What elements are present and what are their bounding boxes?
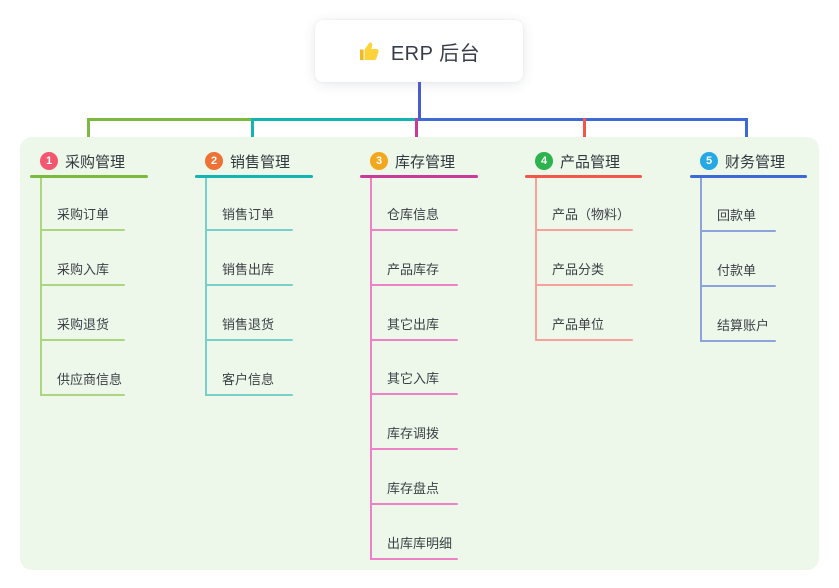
child-topic[interactable]: 产品库存: [387, 262, 440, 277]
child-underline: [370, 448, 458, 450]
child-underline: [370, 229, 458, 231]
child-underline: [40, 394, 125, 396]
child-topic[interactable]: 产品单位: [552, 317, 605, 332]
branch-header-purchase[interactable]: 1 采购管理: [40, 150, 125, 172]
branch-label: 库存管理: [395, 153, 456, 171]
child-topic[interactable]: 供应商信息: [57, 372, 123, 387]
branch-trunk-sales: [205, 178, 207, 396]
child-underline: [40, 339, 125, 341]
child-topic[interactable]: 采购退货: [57, 317, 110, 332]
child-topic[interactable]: 仓库信息: [387, 207, 440, 222]
child-underline: [370, 393, 458, 395]
branches-panel: [20, 137, 819, 570]
child-topic[interactable]: 采购入库: [57, 262, 110, 277]
child-topic[interactable]: 结算账户: [717, 318, 770, 333]
branch-underline-sales: [195, 175, 313, 178]
branch-number-badge: 4: [535, 152, 553, 170]
branch-trunk-product: [535, 178, 537, 341]
child-underline: [535, 284, 633, 286]
child-underline: [535, 339, 633, 341]
drop-product: [583, 118, 586, 140]
child-underline: [205, 339, 293, 341]
branch-label: 销售管理: [230, 153, 291, 171]
branch-underline-inventory: [360, 175, 478, 178]
child-underline: [370, 558, 458, 560]
branch-trunk-purchase: [40, 178, 42, 396]
child-underline: [205, 394, 293, 396]
branch-header-sales[interactable]: 2 销售管理: [205, 150, 290, 172]
branch-label: 产品管理: [560, 153, 621, 171]
child-topic[interactable]: 回款单: [717, 208, 757, 223]
branch-underline-finance: [690, 175, 807, 178]
child-underline: [40, 284, 125, 286]
drop-finance: [745, 118, 748, 142]
child-topic[interactable]: 库存调拨: [387, 426, 440, 441]
branch-label: 采购管理: [65, 153, 126, 171]
branch-underline-purchase: [30, 175, 148, 178]
rail-purchase: [87, 118, 253, 121]
child-topic[interactable]: 产品（物料）: [552, 207, 631, 222]
branch-trunk-inventory: [370, 178, 372, 560]
child-topic[interactable]: 销售订单: [222, 207, 275, 222]
rail-sales: [251, 118, 419, 121]
child-underline: [370, 503, 458, 505]
child-underline: [40, 229, 125, 231]
branch-number-badge: 5: [700, 152, 718, 170]
drop-purchase: [87, 118, 90, 140]
branch-label: 财务管理: [725, 153, 786, 171]
branch-underline-product: [525, 175, 642, 178]
branch-header-inventory[interactable]: 3 库存管理: [370, 150, 455, 172]
child-underline: [205, 284, 293, 286]
branch-number-badge: 1: [40, 152, 58, 170]
root-stem-line: [418, 82, 421, 119]
branch-number-badge: 2: [205, 152, 223, 170]
child-underline: [205, 229, 293, 231]
child-topic[interactable]: 产品分类: [552, 262, 605, 277]
drop-inventory: [415, 118, 418, 144]
child-topic[interactable]: 销售退货: [222, 317, 275, 332]
branch-number-badge: 3: [370, 152, 388, 170]
drop-sales: [251, 118, 254, 140]
child-topic[interactable]: 库存盘点: [387, 481, 440, 496]
child-topic[interactable]: 客户信息: [222, 372, 275, 387]
child-topic[interactable]: 其它入库: [387, 371, 440, 386]
branch-trunk-finance: [700, 178, 702, 342]
child-topic[interactable]: 其它出库: [387, 317, 440, 332]
branch-header-finance[interactable]: 5 财务管理: [700, 150, 785, 172]
thumbs-up-icon: [358, 39, 382, 63]
child-topic[interactable]: 销售出库: [222, 262, 275, 277]
child-topic[interactable]: 付款单: [717, 263, 757, 278]
child-topic[interactable]: 出库库明细: [387, 536, 453, 551]
branch-header-product[interactable]: 4 产品管理: [535, 150, 620, 172]
child-underline: [700, 340, 776, 342]
root-label: ERP 后台: [390, 42, 481, 65]
child-topic[interactable]: 采购订单: [57, 207, 110, 222]
child-underline: [370, 339, 458, 341]
rail-right: [416, 118, 748, 121]
child-underline: [700, 285, 776, 287]
child-underline: [700, 230, 776, 232]
child-underline: [535, 229, 633, 231]
root-node[interactable]: ERP 后台: [315, 20, 523, 82]
child-underline: [370, 284, 458, 286]
